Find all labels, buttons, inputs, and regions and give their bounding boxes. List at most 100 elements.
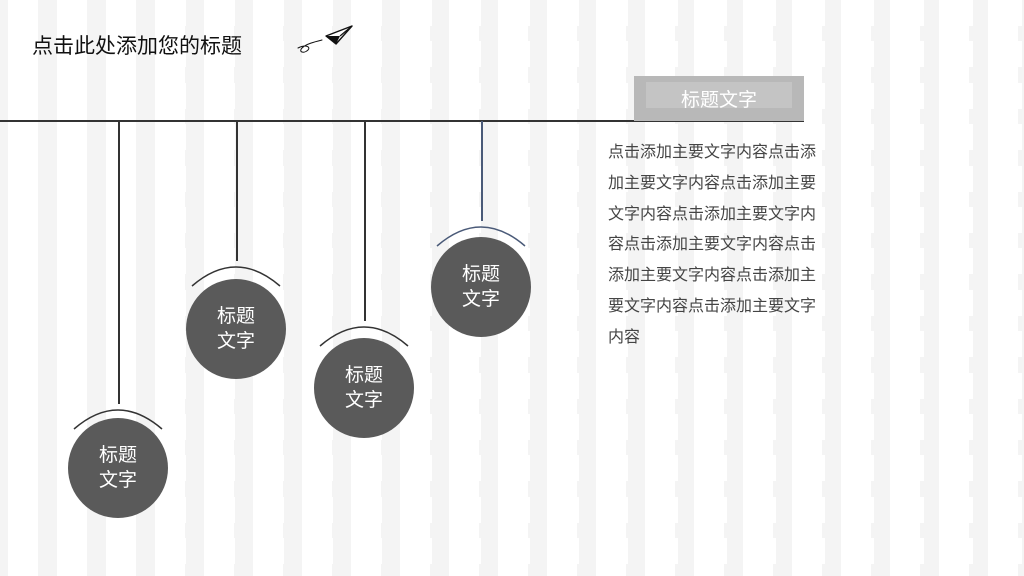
- slide-title[interactable]: 点击此处添加您的标题: [32, 34, 242, 58]
- grid-cell: [549, 414, 580, 440]
- grid-cell: [352, 207, 383, 233]
- grid-cell: [8, 331, 38, 358]
- grid-cell: [401, 165, 432, 192]
- grid-cell: [647, 496, 678, 523]
- grid-cell: [647, 538, 678, 565]
- grid-cell: [106, 248, 137, 275]
- grid-cell: [795, 372, 826, 399]
- grid-cell: [204, 496, 235, 523]
- grid-cell: [598, 414, 629, 440]
- grid-cell: [204, 41, 235, 68]
- grid-cell: [57, 165, 88, 192]
- grid-cell: [893, 41, 924, 68]
- grid-cell: [352, 538, 383, 565]
- grid-cell: [155, 496, 186, 523]
- tag-box[interactable]: 标题文字: [634, 76, 804, 121]
- grid-cell: [155, 41, 186, 68]
- grid-cell: [352, 455, 383, 482]
- grid-cell: [303, 289, 334, 316]
- grid-cell: [549, 455, 580, 482]
- grid-cell: [746, 331, 776, 358]
- pendant-circle[interactable]: 标题 文字: [68, 418, 168, 518]
- grid-cell: [352, 0, 383, 26]
- grid-cell: [303, 41, 334, 68]
- grid-cell: [204, 82, 235, 109]
- grid-cell: [893, 538, 924, 565]
- grid-cell: [844, 496, 875, 523]
- grid-cell: [8, 496, 38, 523]
- grid-cell: [696, 455, 727, 482]
- grid-cell: [746, 372, 776, 399]
- tag-box-inner: [646, 82, 792, 108]
- grid-cell: [106, 165, 137, 192]
- grid-cell: [992, 124, 1022, 151]
- grid-cell: [303, 124, 334, 151]
- grid-cell: [254, 41, 284, 68]
- grid-cell: [844, 207, 875, 233]
- pendant-string: [481, 121, 483, 221]
- grid-cell: [696, 496, 727, 523]
- grid-cell: [155, 372, 186, 399]
- grid-cell: [549, 372, 580, 399]
- grid-cell: [647, 414, 678, 440]
- pendant-circle[interactable]: 标题 文字: [431, 237, 531, 337]
- grid-cell: [549, 248, 580, 275]
- grid-cell: [746, 414, 776, 440]
- grid-cell: [746, 496, 776, 523]
- grid-cell: [992, 41, 1022, 68]
- grid-cell: [844, 372, 875, 399]
- grid-cell: [696, 0, 727, 26]
- grid-cell: [401, 414, 432, 440]
- pendant-string: [236, 121, 238, 261]
- grid-cell: [57, 41, 88, 68]
- grid-cell: [549, 207, 580, 233]
- grid-cell: [401, 248, 432, 275]
- grid-cell: [106, 372, 137, 399]
- pendant-circle[interactable]: 标题 文字: [314, 338, 414, 438]
- grid-cell: [942, 538, 973, 565]
- grid-cell: [254, 124, 284, 151]
- grid-cell: [746, 455, 776, 482]
- body-paragraph[interactable]: 点击添加主要文字内容点击添加主要文字内容点击添加主要文字内容点击添加主要文字内容…: [608, 142, 817, 346]
- grid-cell: [57, 0, 88, 26]
- grid-cell: [401, 455, 432, 482]
- grid-cell: [106, 41, 137, 68]
- grid-cell: [893, 455, 924, 482]
- pendant-circle[interactable]: 标题 文字: [186, 279, 286, 379]
- pendant-arc: [73, 409, 163, 430]
- grid-cell: [942, 82, 973, 109]
- grid-cell: [598, 496, 629, 523]
- grid-cell: [844, 455, 875, 482]
- pendant-line2: 文字: [98, 469, 137, 491]
- grid-cell: [450, 0, 481, 26]
- grid-cell: [8, 207, 38, 233]
- paper-plane-icon: [297, 25, 353, 53]
- grid-cell: [844, 82, 875, 109]
- grid-cell: [746, 165, 776, 192]
- grid-cell: [155, 207, 186, 233]
- grid-cell: [942, 331, 973, 358]
- grid-cell: [893, 289, 924, 316]
- grid-cell: [844, 248, 875, 275]
- grid-cell: [352, 41, 383, 68]
- grid-cell: [450, 82, 481, 109]
- grid-cell: [942, 0, 973, 26]
- grid-cell: [844, 41, 875, 68]
- grid-cell: [795, 41, 826, 68]
- grid-cell: [893, 496, 924, 523]
- grid-cell: [8, 0, 38, 26]
- grid-cell: [500, 538, 530, 565]
- grid-cell: [746, 41, 776, 68]
- grid-cell: [992, 496, 1022, 523]
- grid-cell: [303, 207, 334, 233]
- grid-cell: [893, 248, 924, 275]
- grid-cell: [303, 0, 334, 26]
- grid-cell: [450, 414, 481, 440]
- grid-cell: [500, 414, 530, 440]
- grid-cell: [893, 82, 924, 109]
- grid-cell: [549, 41, 580, 68]
- grid-cell: [942, 289, 973, 316]
- grid-cell: [155, 82, 186, 109]
- grid-cell: [204, 455, 235, 482]
- grid-cell: [401, 82, 432, 109]
